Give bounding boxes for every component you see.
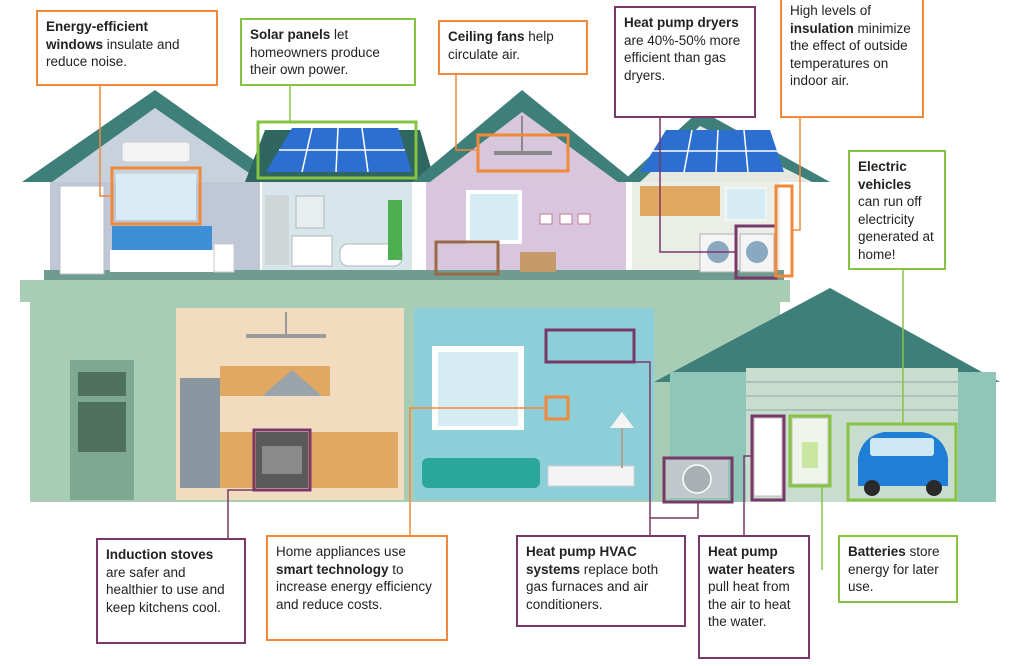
living-room [422,346,635,488]
laundry [640,186,775,273]
callout-dryers-text: are 40%-50% more efficient than gas drye… [624,32,741,83]
callout-batteries-text: store energy for later use. [848,544,940,594]
callout-insulation: High levels of insulation minimize the e… [780,0,924,118]
callout-ev-title: Electric vehicles [858,159,912,192]
callout-water-heaters-title: Heat pump water heaters [708,544,796,577]
solar-panels [266,127,784,173]
bedroom [59,141,235,275]
callout-solar: Solar panels let homeowners produce thei… [240,18,416,86]
callout-ev-text: can run off electricity generated at hom… [858,194,934,262]
callout-solar-title: Solar panels [250,27,331,42]
callout-stoves-title: Induction stoves [106,547,214,562]
callout-dryers-title: Heat pump dryers [624,15,739,30]
callout-dryers: Heat pump dryers are 40%-50% more effici… [614,6,756,118]
callout-water-heaters-text: pull heat from the air to heat the water… [708,579,791,629]
nursery [434,116,591,276]
callout-smart-tech-pre: Home appliances use [276,544,406,559]
callout-insulation-title: insulation [790,20,854,36]
callout-windows: Energy-efficient windows insulate and re… [36,10,218,86]
callout-smart-tech-title: smart technology [276,561,389,577]
callout-water-heaters: Heat pump water heaters pull heat from t… [698,535,810,659]
callout-stoves: Induction stoves are safer and healthier… [96,538,246,644]
callout-ev: Electric vehicles can run off electricit… [848,150,946,270]
bathroom [265,195,403,267]
callout-insulation-pre: High levels of [790,3,872,18]
callout-windows-title: Energy-efficient windows [46,19,149,52]
callout-batteries: Batteries store energy for later use. [838,535,958,603]
callout-hvac-title: Heat pump HVAC systems [526,544,637,577]
kitchen [180,312,398,488]
callout-hvac: Heat pump HVAC systems replace both gas … [516,535,686,627]
callout-fans-title: Ceiling fans [448,29,525,44]
callout-batteries-title: Batteries [848,544,906,559]
leader-lines [99,75,904,570]
callout-fans: Ceiling fans help circulate air. [438,20,588,75]
callout-solar-text: let homeowners produce their own power. [250,27,380,77]
ground-floor [20,280,790,502]
callout-windows-text: insulate and reduce noise. [46,36,180,70]
callout-stoves-text: are safer and healthier to use and keep … [106,564,225,615]
callout-smart-tech: Home appliances use smart technology to … [266,535,448,641]
callout-fans-text: help circulate air. [448,29,554,62]
electric-car [858,432,948,496]
callout-insulation-text: minimize the effect of outside temperatu… [790,20,911,89]
callout-hvac-text: replace both gas furnaces and air condit… [526,561,659,612]
callout-smart-tech-text: to increase energy efficiency and reduce… [276,561,432,612]
